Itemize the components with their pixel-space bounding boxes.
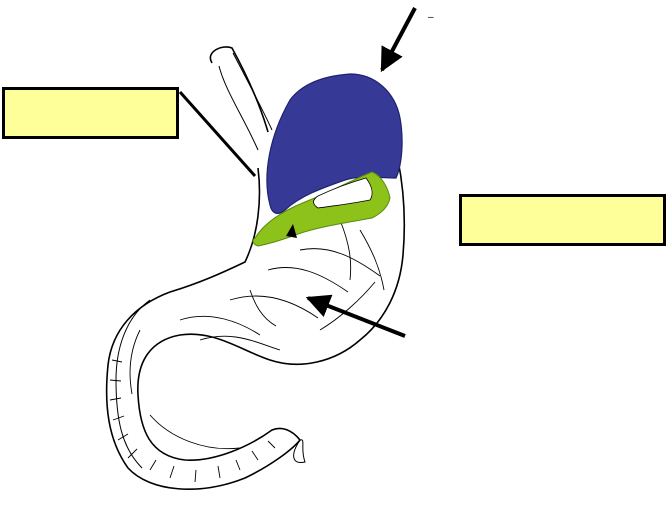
arrow-middle-right-icon xyxy=(305,294,406,338)
label-box-right xyxy=(459,194,666,246)
green-band-gap xyxy=(313,177,373,209)
stomach-outline xyxy=(105,159,406,490)
arrow-top-icon xyxy=(380,7,417,73)
gastric-folds xyxy=(109,219,385,483)
stray-mark: – xyxy=(428,12,434,23)
label-box-left xyxy=(2,87,179,139)
arrow-small-inside-icon xyxy=(286,224,297,238)
fundus-region xyxy=(266,73,403,215)
stomach-inner-outline xyxy=(115,299,306,469)
leader-line-left-icon xyxy=(178,91,257,177)
esophagus-outline xyxy=(209,46,269,133)
esophagus-inner xyxy=(218,52,273,151)
